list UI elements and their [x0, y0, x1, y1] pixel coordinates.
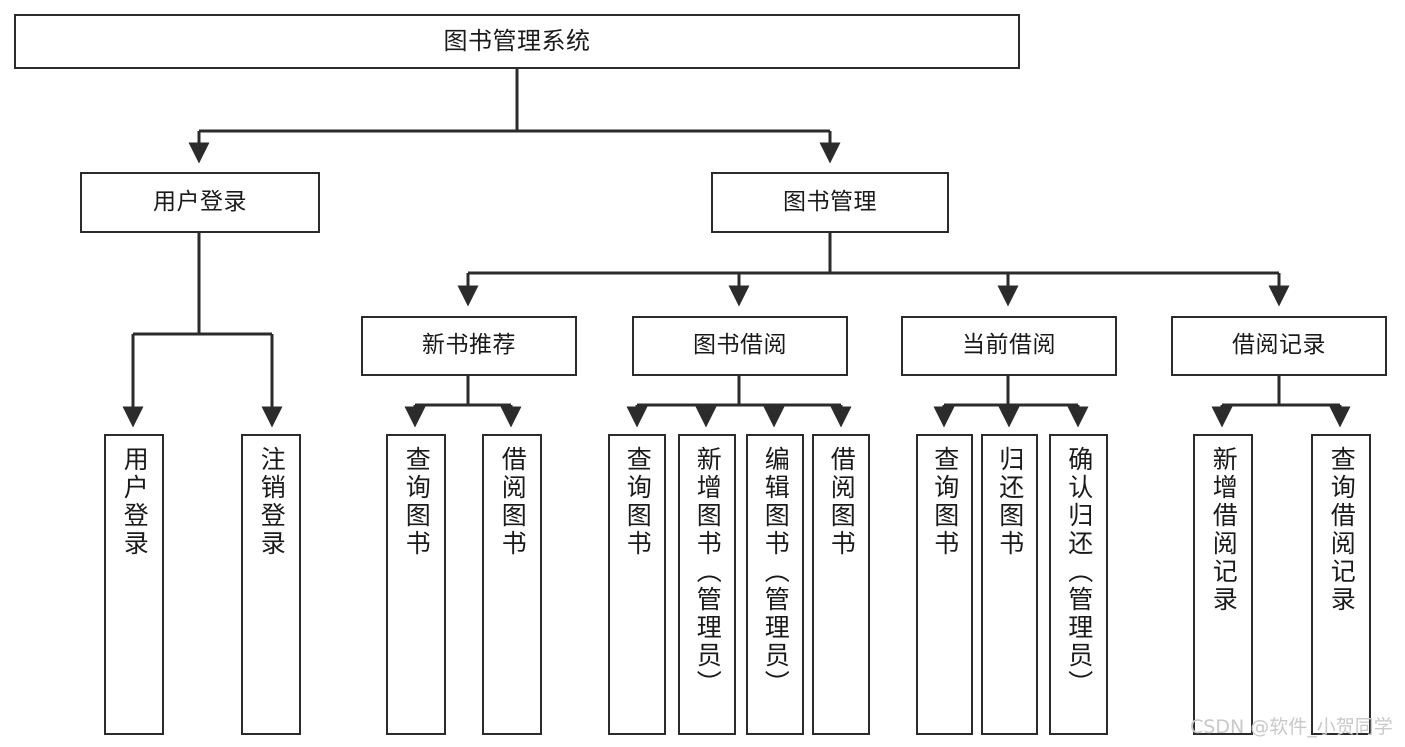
node-book-manage[interactable]: 图书管理: [711, 172, 949, 233]
leaf-query-book-2[interactable]: 查询图书: [608, 434, 666, 735]
leaf-edit-book[interactable]: 编辑图书（管理员）: [746, 434, 804, 735]
node-root-label: 图书管理系统: [443, 27, 591, 56]
node-user-login[interactable]: 用户登录: [80, 172, 320, 233]
leaf-query-book-2-label: 查询图书: [623, 446, 653, 558]
node-new-book-recommend-label: 新书推荐: [422, 332, 516, 359]
leaf-add-record[interactable]: 新增借阅记录: [1193, 434, 1253, 735]
leaf-user-login-label: 用户登录: [120, 446, 150, 558]
leaf-borrow-book-2[interactable]: 借阅图书: [812, 434, 870, 735]
leaf-query-record-label: 查询借阅记录: [1327, 446, 1357, 614]
leaf-confirm-return-label: 确认归还（管理员）: [1064, 446, 1094, 698]
leaf-logout-login-label: 注销登录: [257, 446, 287, 558]
leaf-query-record[interactable]: 查询借阅记录: [1311, 434, 1371, 735]
node-user-login-label: 用户登录: [153, 188, 247, 215]
leaf-query-book-1-label: 查询图书: [402, 446, 432, 558]
node-book-borrow[interactable]: 图书借阅: [632, 316, 848, 376]
node-book-borrow-label: 图书借阅: [693, 332, 787, 359]
leaf-borrow-book-2-label: 借阅图书: [827, 446, 857, 558]
node-borrow-record-label: 借阅记录: [1232, 332, 1326, 359]
node-current-borrow[interactable]: 当前借阅: [901, 316, 1117, 376]
leaf-edit-book-label: 编辑图书（管理员）: [761, 446, 791, 698]
leaf-logout-login[interactable]: 注销登录: [241, 434, 301, 735]
leaf-query-book-3-label: 查询图书: [930, 446, 960, 558]
leaf-borrow-book-1-label: 借阅图书: [498, 446, 528, 558]
leaf-add-book-label: 新增图书（管理员）: [693, 446, 723, 698]
leaf-user-login[interactable]: 用户登录: [104, 434, 164, 735]
node-book-manage-label: 图书管理: [783, 188, 877, 215]
leaf-confirm-return[interactable]: 确认归还（管理员）: [1049, 434, 1108, 735]
node-root[interactable]: 图书管理系统: [14, 14, 1020, 69]
leaf-return-book-label: 归还图书: [995, 446, 1025, 558]
leaf-query-book-3[interactable]: 查询图书: [916, 434, 973, 735]
leaf-query-book-1[interactable]: 查询图书: [386, 434, 446, 735]
leaf-borrow-book-1[interactable]: 借阅图书: [482, 434, 542, 735]
csdn-watermark: CSDN @软件_小贺同学: [1190, 716, 1393, 738]
node-current-borrow-label: 当前借阅: [962, 332, 1056, 359]
node-new-book-recommend[interactable]: 新书推荐: [361, 316, 577, 376]
leaf-add-record-label: 新增借阅记录: [1209, 446, 1239, 614]
leaf-return-book[interactable]: 归还图书: [981, 434, 1038, 735]
leaf-add-book[interactable]: 新增图书（管理员）: [678, 434, 736, 735]
node-borrow-record[interactable]: 借阅记录: [1171, 316, 1387, 376]
